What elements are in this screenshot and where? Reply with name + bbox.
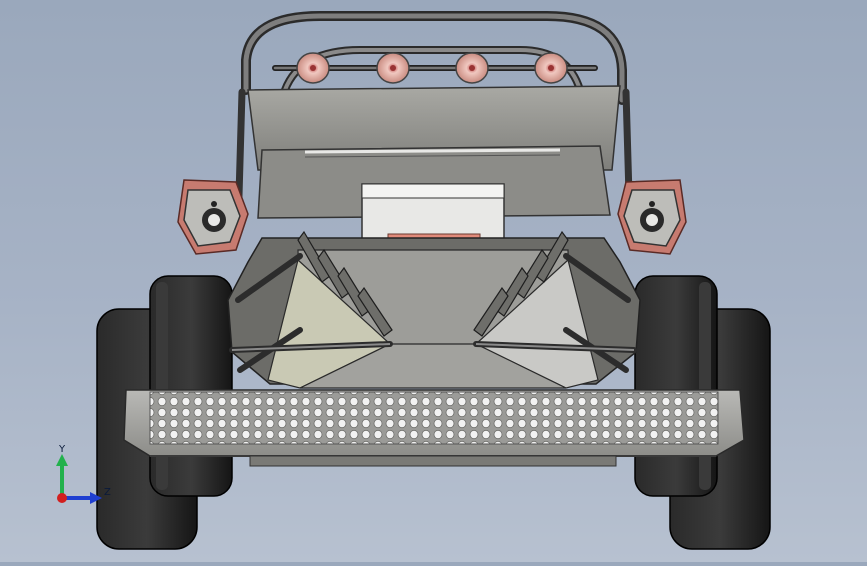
x-axis-dot bbox=[57, 493, 67, 503]
seat-box bbox=[361, 183, 505, 247]
suspension-highlights bbox=[231, 343, 635, 351]
roof-light-2 bbox=[376, 52, 410, 84]
front-bumper bbox=[123, 389, 745, 467]
roof-light-4 bbox=[534, 52, 568, 84]
front-right-tire bbox=[634, 275, 718, 497]
right-headlight bbox=[617, 179, 687, 255]
roof-light-3 bbox=[455, 52, 489, 84]
z-axis-arrow bbox=[62, 492, 102, 504]
coordinate-triad: Y Z bbox=[56, 444, 111, 504]
y-axis-arrow bbox=[56, 454, 68, 498]
roof-light-1 bbox=[296, 52, 330, 84]
z-axis-label: Z bbox=[104, 487, 111, 498]
front-left-tire bbox=[149, 275, 233, 497]
roof-lights bbox=[296, 52, 568, 84]
windshield-panel bbox=[247, 85, 621, 219]
hood-fins bbox=[297, 230, 569, 337]
y-axis-label: Y bbox=[58, 444, 66, 455]
left-headlight bbox=[177, 179, 249, 255]
